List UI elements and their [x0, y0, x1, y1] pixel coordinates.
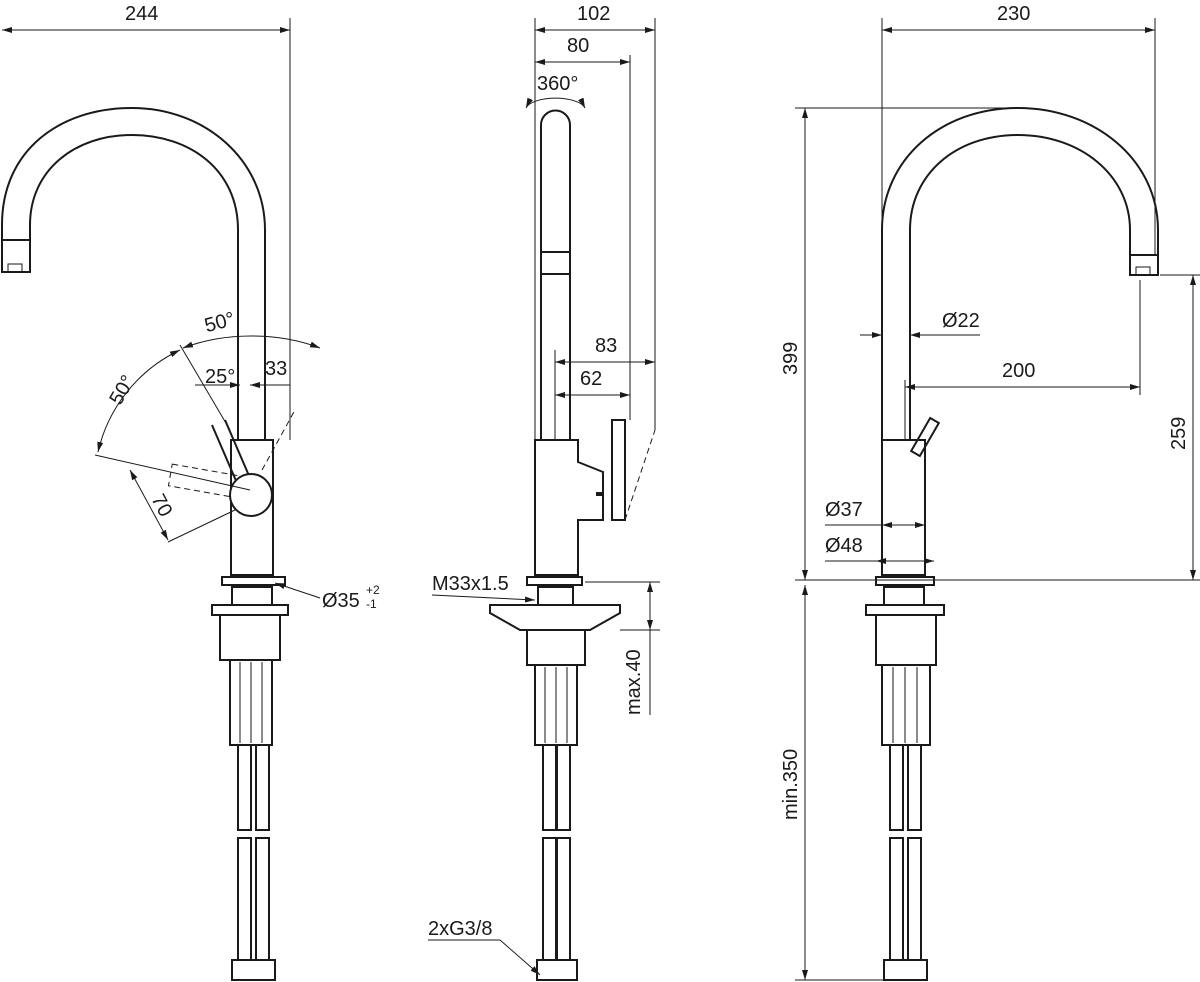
dim-pipe-diameter: Ø22: [942, 310, 980, 332]
dim-width-right: 230: [997, 3, 1030, 25]
dim-depth-lever: 80: [567, 35, 589, 57]
hose-left: [237, 744, 252, 831]
spout-outer: [1, 106, 266, 440]
dim-angle-left: 50°: [105, 372, 139, 409]
dim-spout-height: 259: [1168, 417, 1190, 450]
fixing-nut: [211, 604, 289, 616]
rotation-arrow: [525, 97, 586, 109]
body-right: [881, 439, 926, 576]
dim-offset: 33: [265, 358, 287, 380]
lever: [211, 424, 241, 491]
dim-lever-length: 70: [146, 491, 176, 521]
hose-right: [255, 744, 270, 831]
side-view: 102 80 360° 83 62 M33x1.5 max.40 2xG3/8: [428, 3, 660, 981]
dim-62: 62: [580, 368, 602, 390]
dim-depth-total: 102: [577, 3, 610, 25]
dim-hole-diameter: Ø35: [322, 590, 360, 612]
dim-angle-inner: 25°: [205, 366, 235, 388]
dim-angle-upper: 50°: [202, 308, 237, 337]
front-view: 244 50° 50° 25° 33 70 Ø35 +2 -1: [1, 3, 380, 981]
spout-side: [540, 109, 571, 440]
dim-height: 399: [780, 342, 802, 375]
dim-max-thickness: max.40: [623, 649, 645, 715]
lever-hub: [229, 473, 273, 517]
lever-side: [611, 419, 626, 521]
fixing-bracket: [489, 604, 621, 631]
base-plate: [221, 576, 286, 586]
dim-width: 244: [125, 3, 158, 25]
dim-reach: 200: [1002, 360, 1035, 382]
spout-outer-right: [881, 106, 1159, 440]
dim-rotation: 360°: [537, 73, 578, 95]
dim-hose-length: min.350: [780, 749, 802, 820]
dim-body-diameter: Ø37: [825, 499, 863, 521]
dim-base-diameter: Ø48: [825, 535, 863, 557]
hole-tolerance-plus: +2: [366, 583, 380, 597]
spout-inner: [29, 133, 239, 440]
connections-label: 2xG3/8: [428, 918, 492, 940]
body: [230, 439, 274, 576]
hose-fittings: [231, 959, 276, 981]
body-side: [534, 439, 604, 576]
aerator: [1, 239, 31, 273]
hole-tolerance-minus: -1: [366, 597, 377, 611]
right-view: 230 399 Ø22 200 259 Ø37 Ø48 min.350: [780, 3, 1200, 981]
thread-label: M33x1.5: [432, 573, 509, 595]
dim-83: 83: [595, 335, 617, 357]
